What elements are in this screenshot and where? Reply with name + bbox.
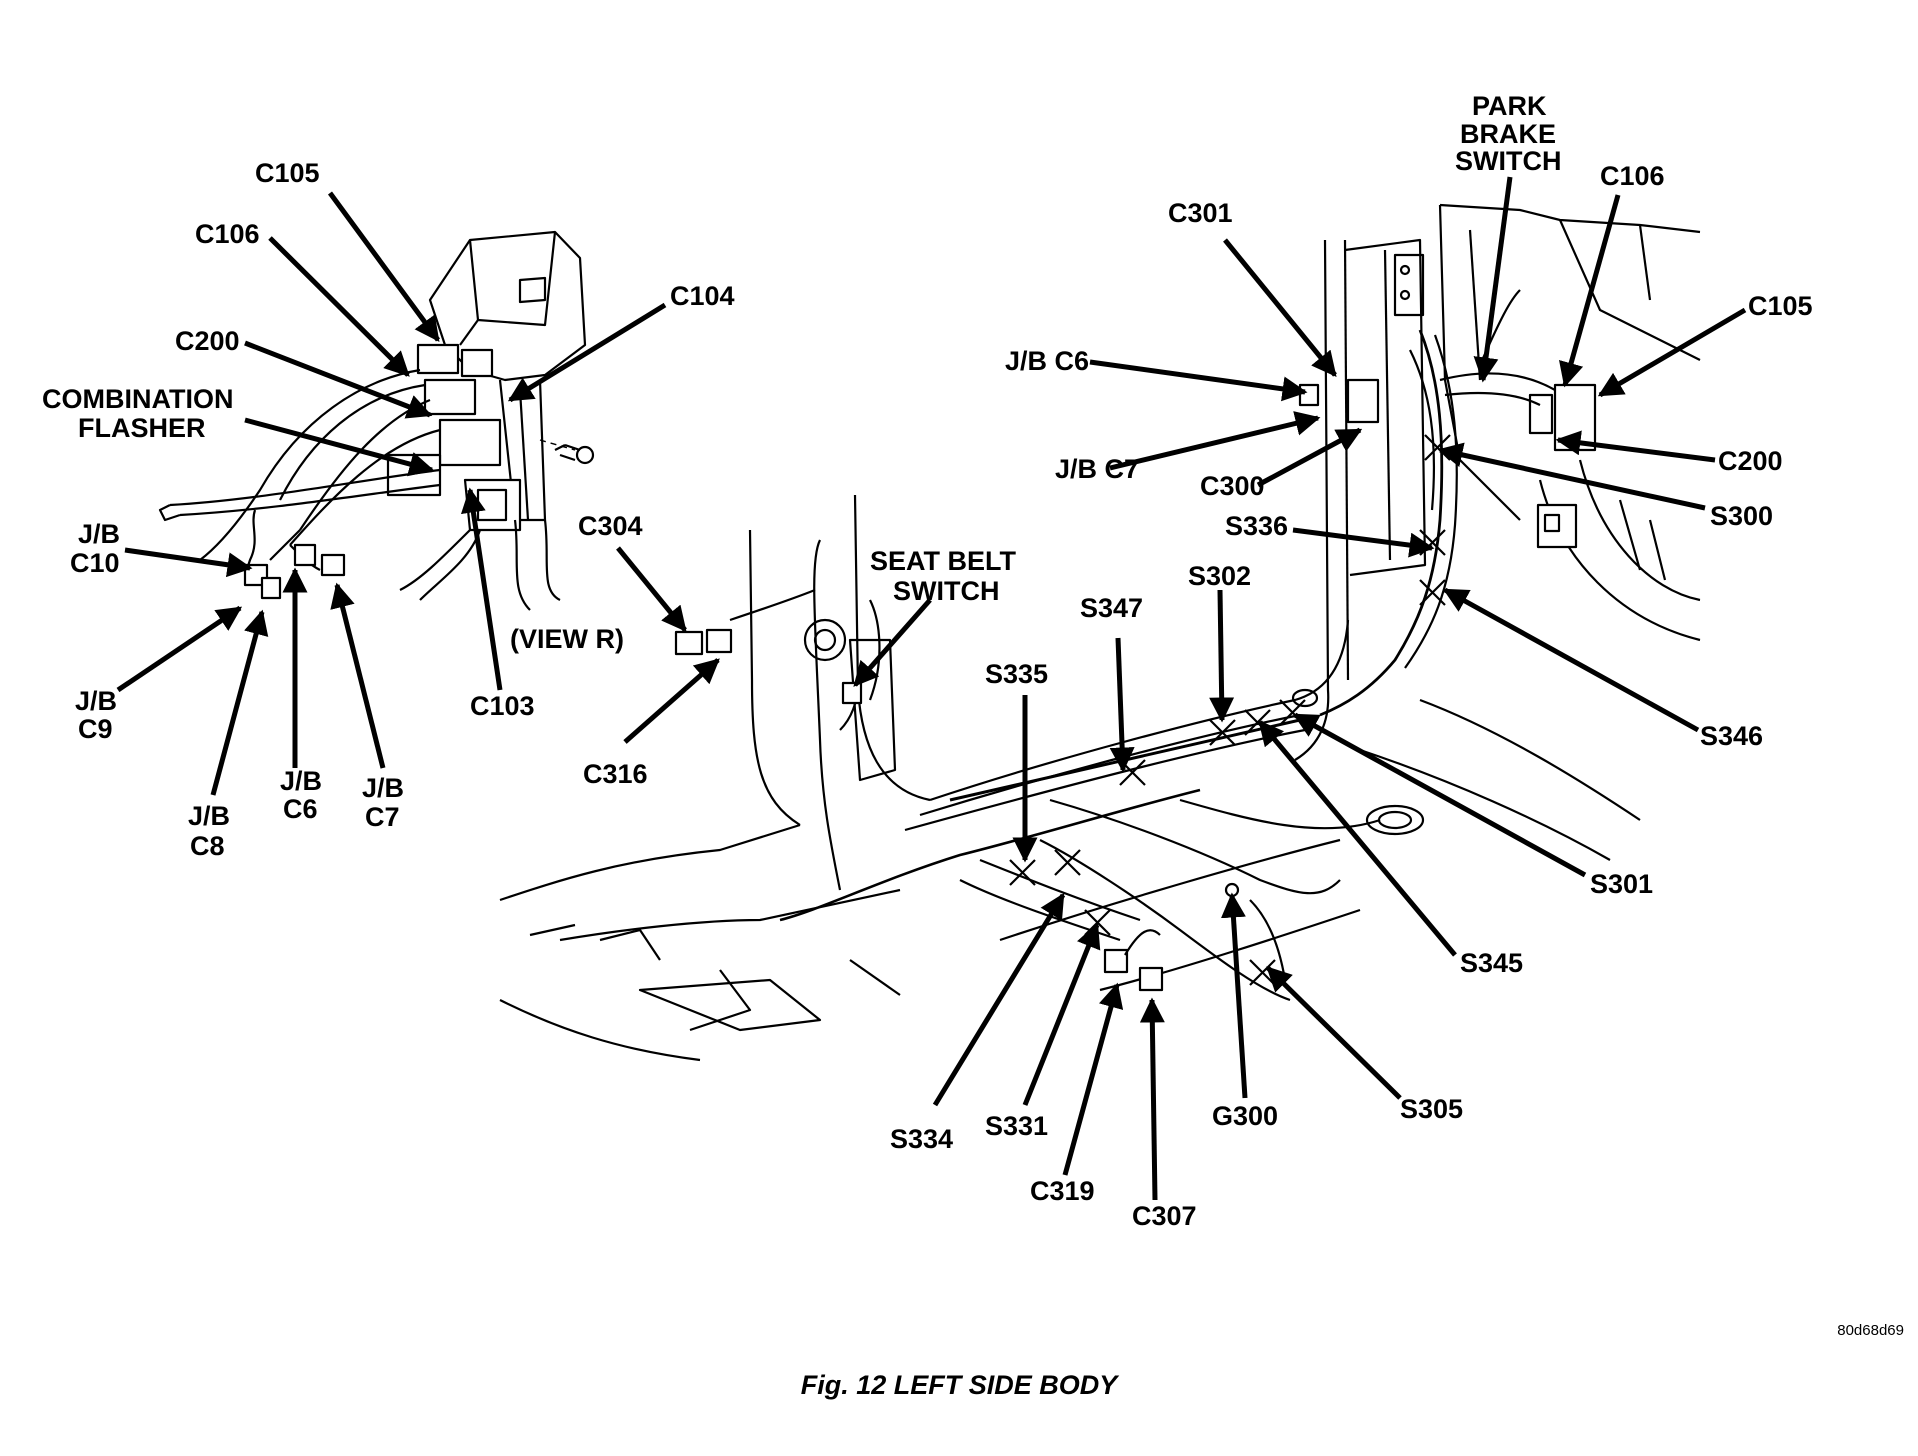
label-park-brake-1: PARK [1472,91,1547,121]
label-c304: C304 [578,511,643,541]
label-s334: S334 [890,1124,953,1154]
label-c319: C319 [1030,1176,1095,1206]
label-jb-c6-left-1: J/B [280,766,322,796]
label-park-brake-3: SWITCH [1455,146,1561,176]
label-jb-c10-1: J/B [78,519,120,549]
label-c104: C104 [670,281,735,311]
label-c300: C300 [1200,471,1265,501]
label-s347: S347 [1080,593,1143,623]
label-c316: C316 [583,759,648,789]
label-jb-c6-right: J/B C6 [1005,346,1089,376]
label-s335: S335 [985,659,1048,689]
label-c106-right: C106 [1600,161,1665,191]
label-jb-c7-left-1: J/B [362,773,404,803]
label-g300: G300 [1212,1101,1278,1131]
label-view-r: (VIEW R) [510,624,624,654]
label-seat-belt-1: SEAT BELT [870,546,1017,576]
label-s301: S301 [1590,869,1653,899]
label-s331: S331 [985,1111,1048,1141]
label-combination-flasher-1: COMBINATION [42,384,233,414]
label-c106-left: C106 [195,219,260,249]
label-c103: C103 [470,691,535,721]
label-s346: S346 [1700,721,1763,751]
leader-lines [116,176,1747,1201]
label-jb-c6-left-2: C6 [283,794,318,824]
label-jb-c9-1: J/B [75,686,117,716]
label-c105-left: C105 [255,158,320,188]
figure-caption: Fig. 12 LEFT SIDE BODY [800,1370,1118,1400]
label-s336: S336 [1225,511,1288,541]
view-r-drawing [158,230,595,611]
label-c200-left: C200 [175,326,240,356]
label-jb-c9-2: C9 [78,714,113,744]
label-s300: S300 [1710,501,1773,531]
callout-labels: C105 C106 C104 C200 COMBINATION FLASHER … [42,91,1813,1231]
label-s305: S305 [1400,1094,1463,1124]
label-jb-c7-right: J/B C7 [1055,454,1139,484]
label-c105-right: C105 [1748,291,1813,321]
label-jb-c7-left-2: C7 [365,802,400,832]
label-combination-flasher-2: FLASHER [78,413,206,443]
label-park-brake-2: BRAKE [1460,119,1556,149]
label-jb-c10-2: C10 [70,548,120,578]
label-jb-c8-1: J/B [188,801,230,831]
label-s302: S302 [1188,561,1251,591]
label-c301: C301 [1168,198,1233,228]
label-s345: S345 [1460,948,1523,978]
label-jb-c8-2: C8 [190,831,225,861]
label-c307: C307 [1132,1201,1197,1231]
figure-code: 80d68d69 [1837,1322,1904,1339]
label-seat-belt-2: SWITCH [893,576,999,606]
label-c200-right: C200 [1718,446,1783,476]
